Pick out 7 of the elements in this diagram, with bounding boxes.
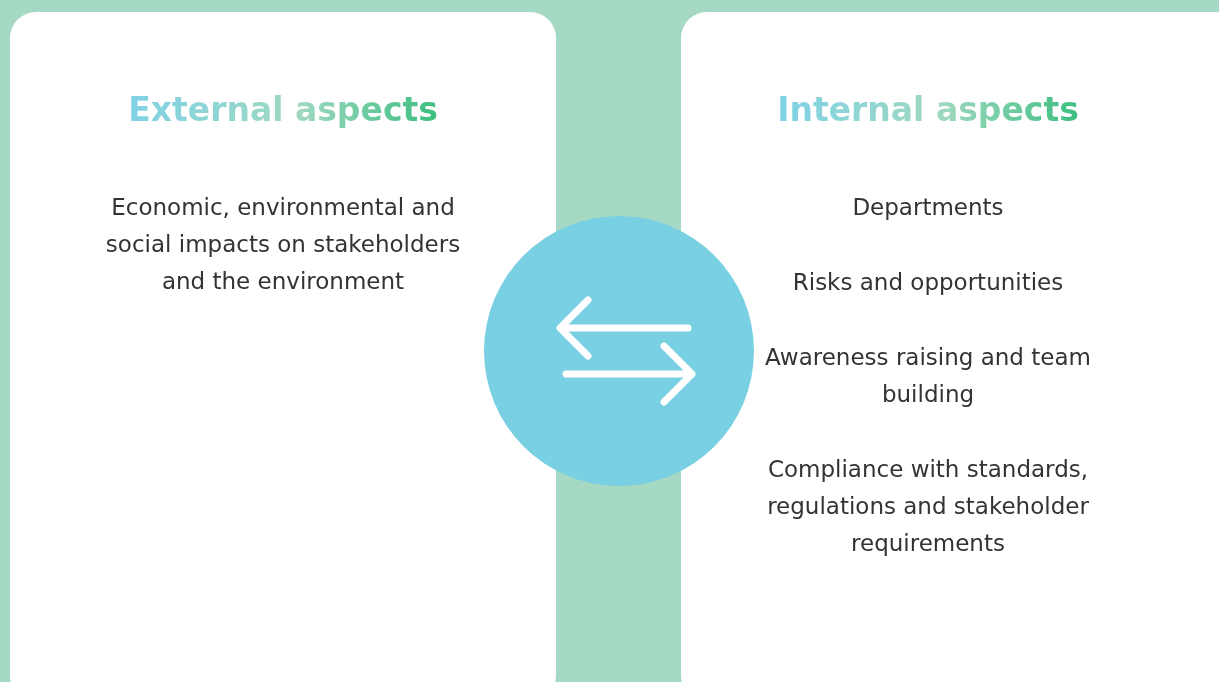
card-text: Risks and opportunities (792, 268, 1064, 297)
card-text: Economic, environmental and social impacts on stakeholders and the environment (104, 193, 462, 296)
card-text: Departments (852, 193, 1004, 222)
content-card (681, 12, 1219, 682)
card-text: Awareness raising and team building (764, 343, 1092, 409)
card-text: Compliance with standards, regulations and stakeholder requirements (766, 455, 1090, 558)
content-card (10, 12, 556, 682)
